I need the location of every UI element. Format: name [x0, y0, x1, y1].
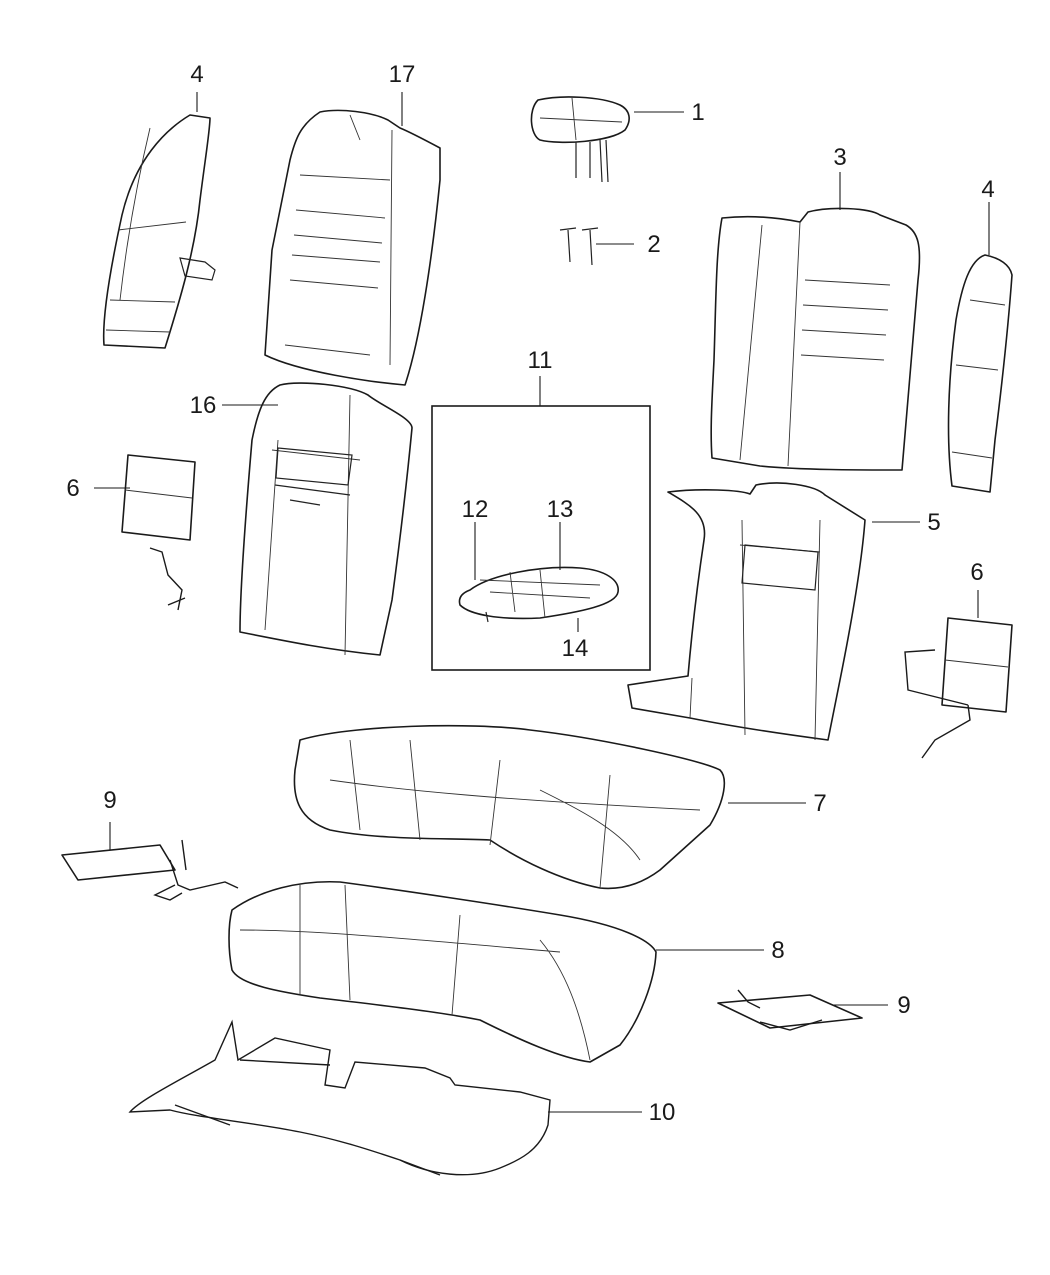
- callout-9-left: 9: [103, 787, 116, 814]
- callouts: 17 4 1 2 3 4 11 16 6 12 13 5 6 14 7 9 8 …: [66, 61, 994, 1126]
- part-16-left-seatback-frame: [239, 382, 413, 656]
- callout-4-left: 4: [190, 61, 203, 88]
- callout-6-right: 6: [970, 559, 983, 586]
- callout-5: 5: [927, 509, 940, 536]
- callout-3: 3: [833, 144, 846, 171]
- part-7-seat-cushion-cover: [293, 724, 726, 890]
- callout-9-right: 9: [897, 992, 910, 1019]
- callout-8: 8: [771, 937, 784, 964]
- part-10-seat-frame-wire: [128, 1019, 551, 1176]
- part-6-left-heater-pad: [121, 454, 196, 611]
- part-2-headrest-guides: [559, 227, 599, 266]
- part-8-seat-cushion: [228, 880, 657, 1063]
- callout-7: 7: [813, 790, 826, 817]
- part-4-left-bolster: [102, 114, 216, 349]
- callout-14: 14: [562, 635, 589, 662]
- callout-11: 11: [528, 347, 553, 374]
- callout-16: 16: [190, 392, 217, 419]
- part-6-right-heater-pad: [904, 617, 1013, 759]
- callout-12: 12: [462, 496, 489, 523]
- callout-10: 10: [649, 1099, 676, 1126]
- callout-2: 2: [647, 231, 660, 258]
- callout-1: 1: [691, 99, 704, 126]
- callout-4-right: 4: [981, 176, 994, 203]
- part-3-right-seatback-cover: [710, 207, 921, 471]
- part-17-left-seatback-cover: [264, 109, 441, 386]
- part-5-right-seatback-frame: [627, 482, 866, 741]
- callout-13: 13: [547, 496, 574, 523]
- part-1-headrest: [530, 96, 630, 183]
- callout-17: 17: [389, 61, 416, 88]
- callout-6-left: 6: [66, 475, 79, 502]
- part-9-left-pad: [61, 839, 239, 901]
- leader-lines: [94, 92, 990, 1113]
- part-4-right-bolster: [947, 254, 1013, 493]
- part-11-kit-box: [431, 405, 651, 671]
- part-9-right-pad: [717, 989, 863, 1031]
